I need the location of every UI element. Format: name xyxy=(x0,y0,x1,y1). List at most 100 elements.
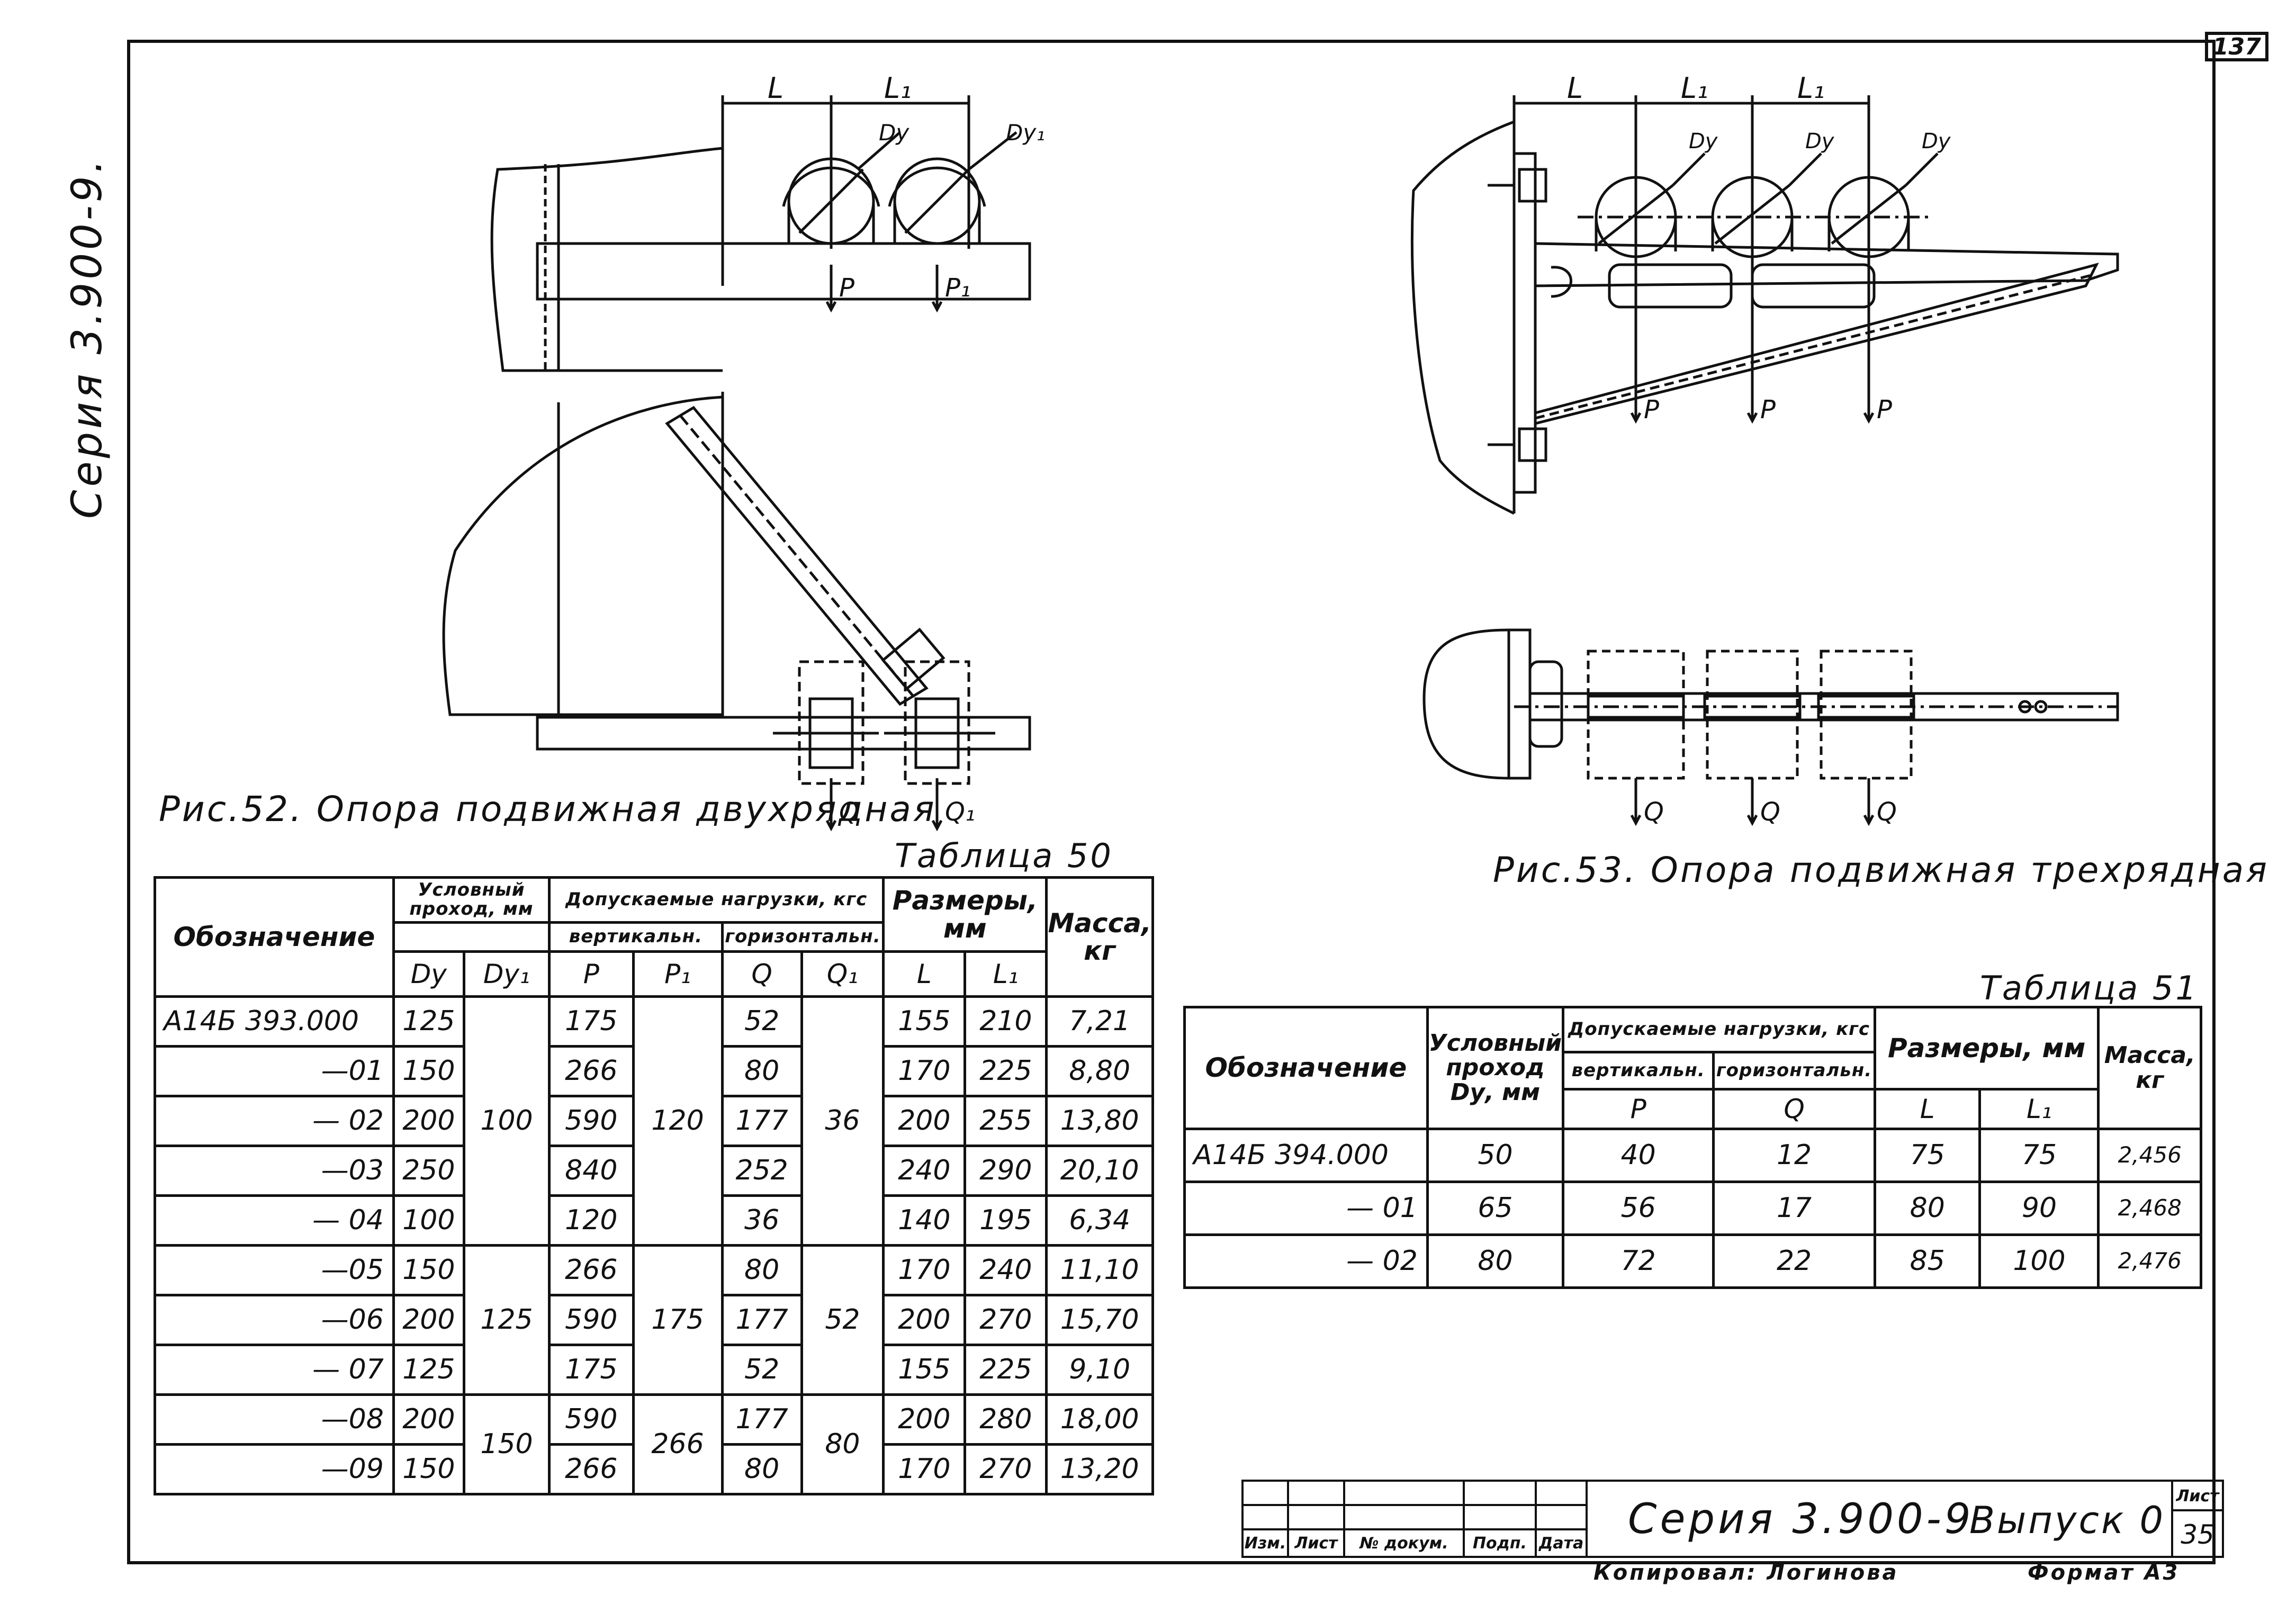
header-p: P xyxy=(1562,1088,1715,1130)
table-row: А14Б 393.000 125 100 175 120 52 36 155 2… xyxy=(154,995,1154,1247)
table-50-label: Таблица 50 xyxy=(895,836,1113,875)
cell-q: 177 xyxy=(721,1294,803,1346)
table-row: —03 250 840 252 240 290 20,10 xyxy=(154,1145,1154,1197)
cell-l: 200 xyxy=(882,1095,967,1147)
header-q1: Q₁ xyxy=(800,950,885,998)
cell-q: 177 xyxy=(721,1393,803,1446)
beam xyxy=(536,242,1031,301)
col-label-date: Дата xyxy=(1535,1528,1588,1558)
copied-by: Копировал: Логинова xyxy=(1593,1561,1899,1585)
cell-dy: 50 xyxy=(1426,1128,1565,1183)
load-label-q1: Q₁ xyxy=(945,797,975,827)
cell-dy: 200 xyxy=(392,1393,465,1446)
figure-52-drawing: L L₁ Dу Dу₁ P P₁ Q Q₁ xyxy=(442,74,1045,832)
cell-dy1: 100 xyxy=(462,995,551,1247)
pipe-label-dy: Dу xyxy=(879,120,910,146)
header-l: L xyxy=(882,950,967,998)
cell-mass: 6,34 xyxy=(1045,1194,1154,1247)
header-mass: Масса, кг xyxy=(1045,876,1154,998)
cell-dy: 80 xyxy=(1426,1233,1565,1289)
cell-designation: —03 xyxy=(154,1145,395,1197)
cell-p: 840 xyxy=(548,1145,635,1197)
cell-q: 252 xyxy=(721,1145,803,1197)
dim-label-l1: L₁ xyxy=(884,74,912,105)
cell-p: 266 xyxy=(548,1443,635,1495)
cell-dy1: 150 xyxy=(462,1393,551,1495)
cell-designation: А14Б 394.000 xyxy=(1183,1128,1429,1183)
cell-l: 155 xyxy=(882,1344,967,1396)
cell-l: 170 xyxy=(882,1045,967,1097)
table-row: —06 200 590 177 200 270 15,70 xyxy=(154,1294,1154,1346)
cell-designation: — 01 xyxy=(1183,1181,1429,1236)
cell-l1: 240 xyxy=(964,1244,1048,1296)
table-row: — 02 80 72 22 85 100 2,476 xyxy=(1183,1233,2202,1289)
cell-dy: 125 xyxy=(392,995,465,1048)
header-nominal-bore: Условный проход Dу, мм xyxy=(1426,1006,1565,1130)
cell-p: 56 xyxy=(1562,1181,1715,1236)
table-row: — 02 200 590 177 200 255 13,80 xyxy=(154,1095,1154,1147)
cell-l1: 270 xyxy=(964,1443,1048,1495)
cell-l1: 75 xyxy=(1978,1128,2100,1183)
cell-q: 52 xyxy=(721,995,803,1048)
cell-mass: 8,80 xyxy=(1045,1045,1154,1097)
cell-dy: 200 xyxy=(392,1294,465,1346)
cell-dy: 250 xyxy=(392,1145,465,1197)
cell-designation: — 07 xyxy=(154,1344,395,1396)
header-loads: Допускаемые нагрузки, кгс xyxy=(1562,1006,1876,1053)
cell-p: 266 xyxy=(548,1244,635,1296)
cell-l: 140 xyxy=(882,1194,967,1247)
cell-l1: 290 xyxy=(964,1145,1048,1197)
table-row: — 07 125 175 52 155 225 9,10 xyxy=(154,1344,1154,1396)
cell-q1: 36 xyxy=(800,995,885,1247)
dim-label-l1-2: L₁ xyxy=(1797,74,1825,105)
cell-designation: — 02 xyxy=(154,1095,395,1147)
table-row: —08 200 150 590 266 177 80 200 280 18,00 xyxy=(154,1393,1154,1495)
col-label-sign: Подп. xyxy=(1463,1528,1537,1558)
header-l: L xyxy=(1873,1088,1982,1130)
cell-p: 72 xyxy=(1562,1233,1715,1289)
cell-q1: 80 xyxy=(800,1393,885,1495)
cell-mass: 2,476 xyxy=(2097,1233,2202,1289)
header-l1: L₁ xyxy=(964,950,1048,998)
cell-mass: 18,00 xyxy=(1045,1393,1154,1446)
load-label-p-3: P xyxy=(1877,395,1892,425)
header-dy: Dу xyxy=(392,950,465,998)
header-horizontal: горизонтальн. xyxy=(721,921,885,953)
cell-l: 240 xyxy=(882,1145,967,1197)
cell-designation: —05 xyxy=(154,1244,395,1296)
cell-mass: 11,10 xyxy=(1045,1244,1154,1296)
load-label-q-2: Q xyxy=(1760,797,1780,827)
cell-q: 177 xyxy=(721,1095,803,1147)
drawing-frame xyxy=(127,40,2216,1564)
cell-l: 80 xyxy=(1873,1181,1982,1236)
cell-p: 590 xyxy=(548,1095,635,1147)
cell-l1: 225 xyxy=(964,1045,1048,1097)
cell-dy: 150 xyxy=(392,1045,465,1097)
title-issue: Выпуск 0 xyxy=(1969,1499,2166,1542)
cell-l1: 255 xyxy=(964,1095,1048,1147)
sheet-number: 35 xyxy=(2171,1509,2224,1558)
header-vertical: вертикальн. xyxy=(548,921,724,953)
col-label-izm: Изм. xyxy=(1241,1528,1289,1558)
pipe-label-dy1: Dу₁ xyxy=(1006,120,1045,146)
table-row: —05 150 125 266 175 80 52 170 240 11,10 xyxy=(154,1244,1154,1396)
header-sizes: Размеры, мм xyxy=(882,876,1048,953)
cell-mass: 2,468 xyxy=(2097,1181,2202,1236)
figure-53-caption: Рис.53. Опора подвижная трехрядная xyxy=(1493,850,2269,890)
dim-label-l: L xyxy=(768,74,784,105)
header-designation: Обозначение xyxy=(1183,1006,1429,1130)
cell-p: 175 xyxy=(548,1344,635,1396)
cell-l1: 100 xyxy=(1978,1233,2100,1289)
cell-mass: 13,20 xyxy=(1045,1443,1154,1495)
pipe-label-dy-3: Dу xyxy=(1922,129,1951,154)
cell-designation: —08 xyxy=(154,1393,395,1446)
figure-53-drawing: L L₁ L₁ Dу Dу Dу P P P Q Q Q xyxy=(1410,74,2119,827)
pipe-label-dy-2: Dу xyxy=(1805,129,1835,154)
header-horizontal: горизонтальн. xyxy=(1712,1051,1876,1091)
header-l1: L₁ xyxy=(1978,1088,2100,1130)
cell-p: 40 xyxy=(1562,1128,1715,1183)
series-vertical-label: Серия 3.900-9. xyxy=(64,156,111,519)
cell-designation: — 02 xyxy=(1183,1233,1429,1289)
cell-dy: 65 xyxy=(1426,1181,1565,1236)
beam xyxy=(1534,242,2119,287)
